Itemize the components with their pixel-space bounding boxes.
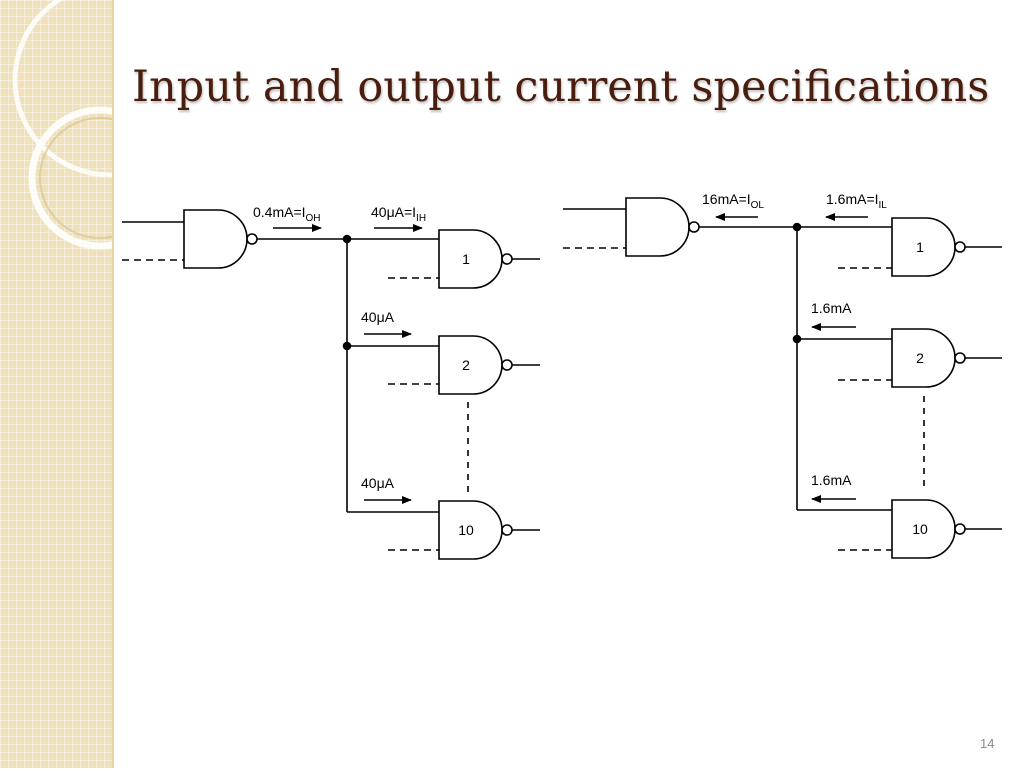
left-output-current-label: 0.4mA=I: [253, 204, 306, 220]
left-input-current-subscript: IH: [416, 213, 426, 224]
left-labels: 0.4mA=IOH 40μA=IIH 40μA 40μA 1 2 10: [253, 204, 474, 538]
left-branch2-current-label: 40μA: [361, 309, 395, 325]
left-gate-label-2: 2: [462, 357, 470, 373]
decorative-sidebar: [0, 0, 208, 768]
right-input-current-subscript: IL: [879, 200, 888, 211]
svg-text:0.4mA=IOH: 0.4mA=IOH: [253, 204, 321, 224]
right-output-current-label: 16mA=I: [702, 191, 751, 207]
right-load-gate-10: [891, 499, 966, 559]
right-output-current-subscript: OL: [751, 200, 765, 211]
right-circuit: [563, 197, 1002, 559]
left-gate-label-10: 10: [458, 522, 474, 538]
left-output-current-subscript: OH: [306, 213, 321, 224]
left-gate-label-1: 1: [462, 251, 470, 267]
right-input-current-label: 1.6mA=I: [826, 191, 879, 207]
right-gate-label-10: 10: [912, 521, 928, 537]
svg-text:40μA=IIH: 40μA=IIH: [371, 204, 426, 224]
page-number: 14: [980, 736, 995, 751]
right-branch10-current-label: 1.6mA: [811, 472, 852, 488]
right-gate-label-2: 2: [916, 350, 924, 366]
right-load-gate-2: [891, 328, 966, 388]
left-load-gate-10: [438, 500, 513, 560]
svg-text:16mA=IOL: 16mA=IOL: [702, 191, 764, 211]
right-branch2-current-label: 1.6mA: [811, 300, 852, 316]
svg-text:1.6mA=IIL: 1.6mA=IIL: [826, 191, 887, 211]
right-load-gate-1: [891, 217, 966, 277]
left-circuit: [122, 209, 540, 560]
left-branch10-current-label: 40μA: [361, 475, 395, 491]
left-input-current-label: 40μA=I: [371, 204, 416, 220]
slide-title: Input and output current specifications: [132, 62, 990, 112]
right-labels: 16mA=IOL 1.6mA=IIL 1.6mA 1.6mA 1 2 10: [702, 191, 928, 537]
right-gate-label-1: 1: [916, 239, 924, 255]
left-load-gate-2: [438, 335, 513, 395]
left-driver-nand-gate: [183, 209, 258, 269]
left-load-gate-1: [438, 229, 513, 289]
right-driver-nand-gate: [625, 197, 700, 257]
